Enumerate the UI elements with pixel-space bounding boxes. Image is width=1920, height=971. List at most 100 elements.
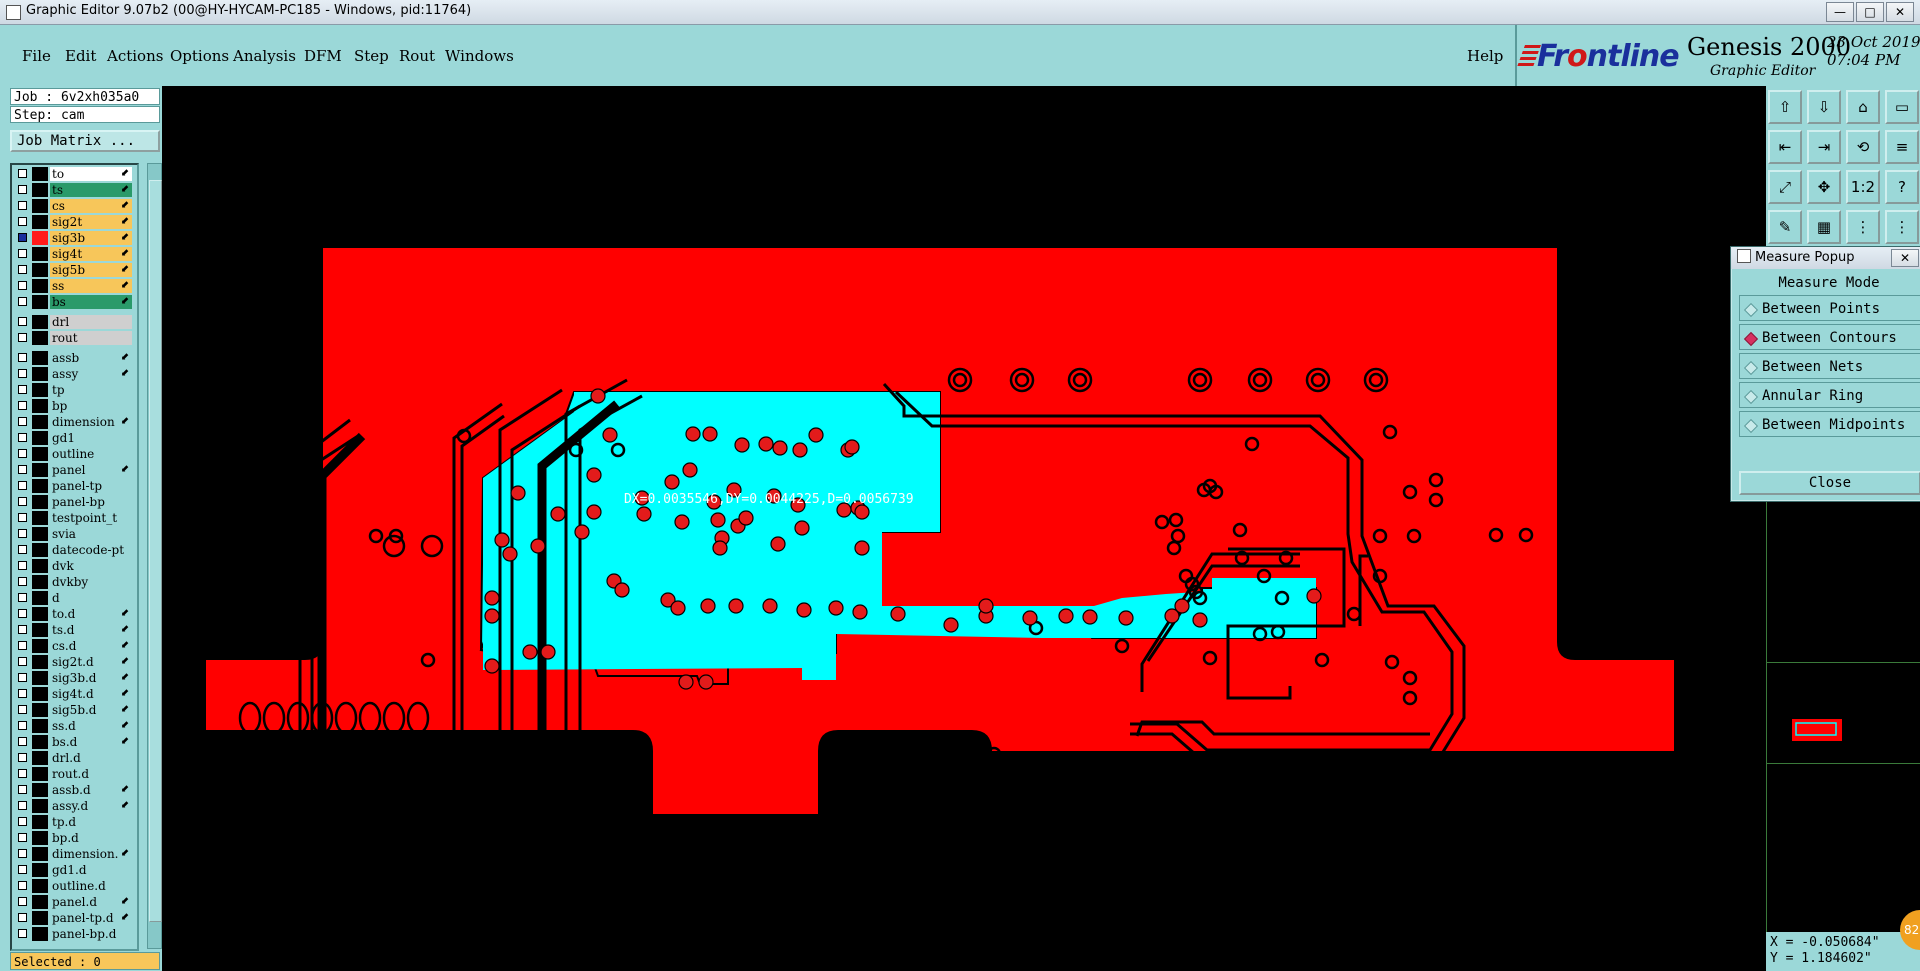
layer-name[interactable]: ts.d — [50, 623, 132, 637]
layer-name[interactable]: d — [50, 591, 132, 605]
layer-row[interactable]: bp.d — [12, 831, 137, 845]
layer-checkbox[interactable] — [18, 169, 27, 178]
layer-row[interactable]: panel-bp — [12, 495, 137, 509]
layer-color-swatch[interactable] — [32, 863, 48, 877]
layer-color-swatch[interactable] — [32, 495, 48, 509]
layer-checkbox[interactable] — [18, 265, 27, 274]
menu-help[interactable]: Help — [1467, 47, 1504, 65]
tool-button-7[interactable]: ⟲ — [1846, 130, 1880, 164]
layer-checkbox[interactable] — [18, 753, 27, 762]
layer-checkbox[interactable] — [18, 317, 27, 326]
layer-name[interactable]: panel-bp.d — [50, 927, 132, 941]
layer-row[interactable]: rout.d — [12, 767, 137, 781]
layer-checkbox[interactable] — [18, 497, 27, 506]
pcb-drawing[interactable] — [162, 86, 1766, 971]
scrollbar-thumb[interactable] — [149, 180, 162, 922]
maximize-button[interactable]: □ — [1856, 2, 1884, 22]
layer-checkbox[interactable] — [18, 689, 27, 698]
layer-checkbox[interactable] — [18, 433, 27, 442]
layer-name[interactable]: panel-bp — [50, 495, 132, 509]
layer-color-swatch[interactable] — [32, 703, 48, 717]
layer-checkbox[interactable] — [18, 281, 27, 290]
layer-name[interactable]: outline.d — [50, 879, 132, 893]
layer-name[interactable]: assb — [50, 351, 132, 365]
layer-row[interactable]: testpoint_t — [12, 511, 137, 525]
layer-row[interactable]: cs.d⬋ — [12, 639, 137, 653]
layer-checkbox[interactable] — [18, 385, 27, 394]
layer-name[interactable]: dvk — [50, 559, 132, 573]
job-matrix-button[interactable]: Job Matrix ... — [10, 130, 160, 152]
tool-button-14[interactable]: ▦ — [1807, 210, 1841, 244]
layer-row[interactable]: ts.d⬋ — [12, 623, 137, 637]
tool-button-9[interactable]: ⤢ — [1768, 170, 1802, 204]
layer-checkbox[interactable] — [18, 529, 27, 538]
layer-color-swatch[interactable] — [32, 463, 48, 477]
layer-name[interactable]: sig2t — [50, 215, 132, 229]
layer-name[interactable]: sig3b.d — [50, 671, 132, 685]
layer-name[interactable]: bp.d — [50, 831, 132, 845]
layer-checkbox[interactable] — [18, 737, 27, 746]
layer-name[interactable]: datecode-pt — [50, 543, 132, 557]
layer-name[interactable]: dimension — [50, 415, 132, 429]
tool-button-1[interactable]: ⇧ — [1768, 90, 1802, 124]
graphic-canvas[interactable]: DX=0.0035546,DY=0.0044225,D=0.0056739 — [162, 86, 1766, 971]
layer-name[interactable]: svia — [50, 527, 132, 541]
layer-color-swatch[interactable] — [32, 183, 48, 197]
layer-color-swatch[interactable] — [32, 879, 48, 893]
close-window-button[interactable]: ✕ — [1886, 2, 1914, 22]
layer-row[interactable]: ss.d⬋ — [12, 719, 137, 733]
tool-button-11[interactable]: 1:2 — [1846, 170, 1880, 204]
tool-button-13[interactable]: ✎ — [1768, 210, 1802, 244]
layer-color-swatch[interactable] — [32, 607, 48, 621]
menu-step[interactable]: Step — [354, 47, 389, 65]
layer-row[interactable]: sig4t⬋ — [12, 247, 137, 261]
layer-row[interactable]: panel-tp — [12, 479, 137, 493]
menu-rout[interactable]: Rout — [399, 47, 436, 65]
tool-button-8[interactable]: ≡ — [1885, 130, 1919, 164]
layer-row[interactable]: sig5b⬋ — [12, 263, 137, 277]
layer-row[interactable]: dvkby — [12, 575, 137, 589]
layer-row[interactable]: dimension⬋ — [12, 415, 137, 429]
layer-row[interactable]: d — [12, 591, 137, 605]
layer-name[interactable]: drl — [50, 315, 132, 329]
layer-color-swatch[interactable] — [32, 199, 48, 213]
layer-checkbox[interactable] — [18, 577, 27, 586]
layer-color-swatch[interactable] — [32, 215, 48, 229]
layer-color-swatch[interactable] — [32, 751, 48, 765]
layer-name[interactable]: rout.d — [50, 767, 132, 781]
menu-dfm[interactable]: DFM — [304, 47, 342, 65]
layer-name[interactable]: panel — [50, 463, 132, 477]
layer-name[interactable]: ts — [50, 183, 132, 197]
popup-close-button[interactable]: Close — [1739, 471, 1920, 495]
layer-checkbox[interactable] — [18, 705, 27, 714]
layer-color-swatch[interactable] — [32, 687, 48, 701]
layer-row[interactable]: to.d⬋ — [12, 607, 137, 621]
layer-row[interactable]: drl.d — [12, 751, 137, 765]
layer-checkbox[interactable] — [18, 297, 27, 306]
layer-name[interactable]: sig3b — [50, 231, 132, 245]
layer-name[interactable]: sig5b — [50, 263, 132, 277]
layer-name[interactable]: gd1.d — [50, 863, 132, 877]
layer-color-swatch[interactable] — [32, 783, 48, 797]
layer-name[interactable]: dvkby — [50, 575, 132, 589]
layer-row[interactable]: sig2t.d⬋ — [12, 655, 137, 669]
layer-name[interactable]: assb.d — [50, 783, 132, 797]
layer-checkbox[interactable] — [18, 849, 27, 858]
menu-actions[interactable]: Actions — [107, 47, 164, 65]
layer-name[interactable]: assy.d — [50, 799, 132, 813]
layer-checkbox[interactable] — [18, 881, 27, 890]
minimize-button[interactable]: — — [1826, 2, 1854, 22]
layer-checkbox[interactable] — [18, 657, 27, 666]
layer-checkbox[interactable] — [18, 817, 27, 826]
layer-row[interactable]: bs.d⬋ — [12, 735, 137, 749]
layer-color-swatch[interactable] — [32, 511, 48, 525]
layer-row[interactable]: outline — [12, 447, 137, 461]
layer-color-swatch[interactable] — [32, 231, 48, 245]
layer-color-swatch[interactable] — [32, 315, 48, 329]
layer-name[interactable]: bs — [50, 295, 132, 309]
layer-row[interactable]: assy⬋ — [12, 367, 137, 381]
layer-checkbox[interactable] — [18, 609, 27, 618]
measure-mode-between-nets[interactable]: Between Nets — [1739, 353, 1920, 379]
layer-name[interactable]: testpoint_t — [50, 511, 132, 525]
layer-color-swatch[interactable] — [32, 431, 48, 445]
